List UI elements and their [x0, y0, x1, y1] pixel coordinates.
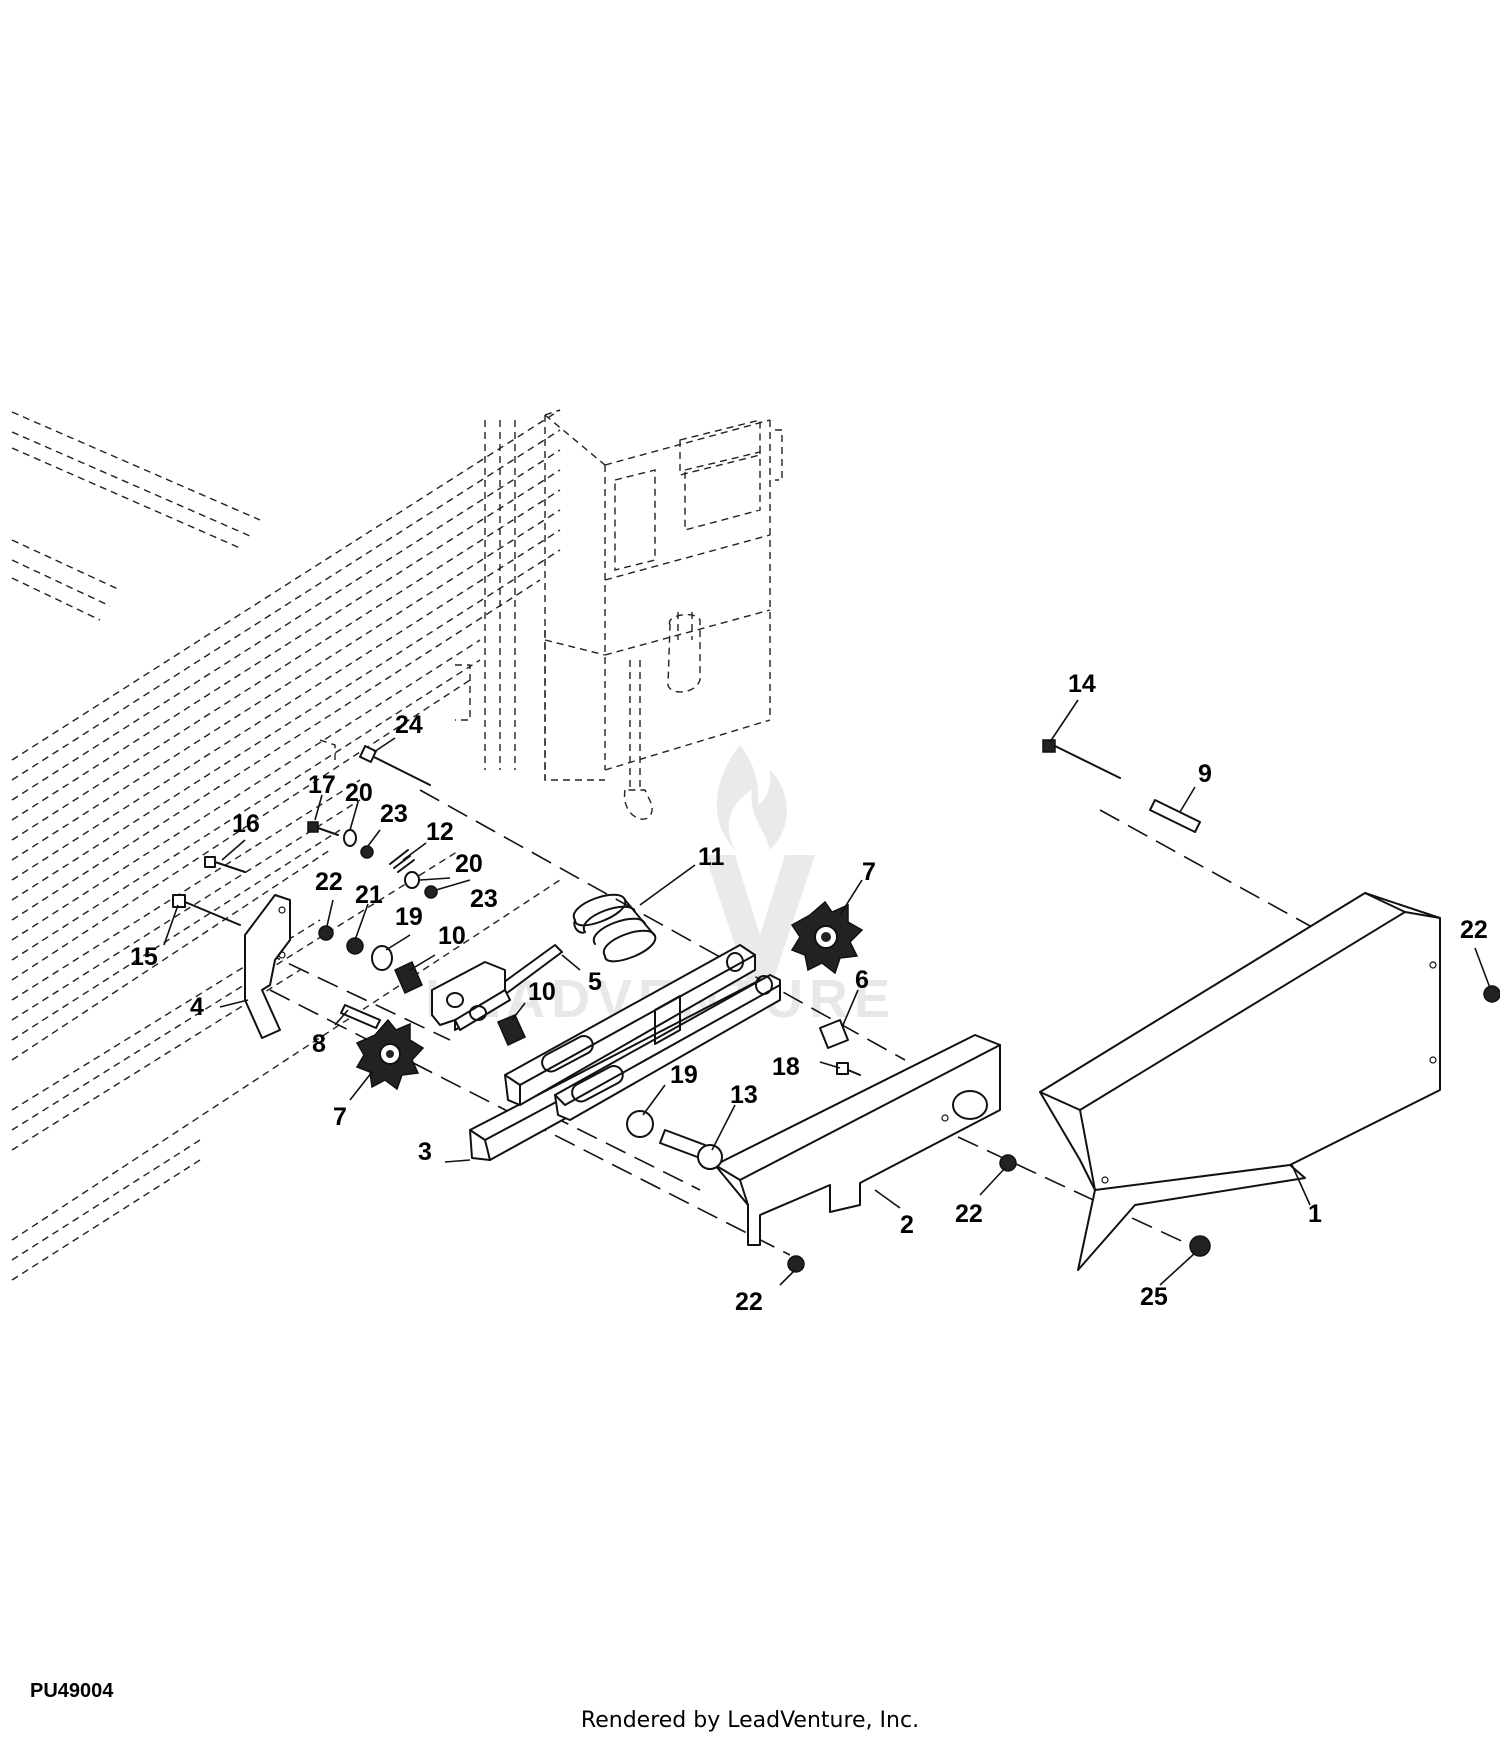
- part-11-spring: [572, 893, 657, 963]
- callout-7: 7: [862, 858, 876, 886]
- callout-9: 9: [1198, 760, 1212, 788]
- callout-6: 6: [855, 966, 869, 994]
- callout-23: 23: [380, 800, 408, 828]
- callout-19: 19: [395, 903, 423, 931]
- callout-15: 15: [130, 943, 158, 971]
- callout-20: 20: [455, 850, 483, 878]
- callout-22: 22: [735, 1288, 763, 1316]
- credit-line: Rendered by LeadVenture, Inc.: [580, 1708, 920, 1733]
- callout-8: 8: [312, 1030, 326, 1058]
- callout-5: 5: [588, 968, 602, 996]
- callout-20: 20: [345, 779, 373, 807]
- part-4-hook: [244, 894, 291, 1039]
- link-arms: [504, 944, 781, 1121]
- callout-12: 12: [426, 818, 454, 846]
- callout-24: 24: [395, 711, 423, 739]
- u-bracket: [431, 961, 511, 1031]
- part-7-knob-lower: [355, 1018, 425, 1091]
- callout-3: 3: [418, 1138, 432, 1166]
- leader-lines: [163, 699, 1491, 1286]
- part-1-cover: [1039, 892, 1441, 1271]
- frame-phantom: [11, 409, 783, 1281]
- diagram-code: PU49004: [30, 1680, 114, 1702]
- callout-22: 22: [955, 1200, 983, 1228]
- part-2-bracket: [714, 1034, 1001, 1246]
- callout-1: 1: [1308, 1200, 1322, 1228]
- callout-17: 17: [308, 771, 336, 799]
- callout-19: 19: [670, 1061, 698, 1089]
- callout-13: 13: [730, 1081, 758, 1109]
- part-7-knob-upper: [790, 900, 864, 975]
- callout-2: 2: [900, 1211, 914, 1239]
- callout-23: 23: [470, 885, 498, 913]
- callout-14: 14: [1068, 670, 1096, 698]
- callout-11: 11: [698, 843, 725, 871]
- callouts: 24 17 20 23 12 16 22 21 20 23 19 10 11 7…: [130, 670, 1488, 1316]
- callout-10: 10: [528, 978, 556, 1006]
- callout-7: 7: [333, 1103, 347, 1131]
- callout-25: 25: [1140, 1283, 1168, 1311]
- callout-22: 22: [315, 868, 343, 896]
- callout-10: 10: [438, 922, 466, 950]
- callout-18: 18: [772, 1053, 800, 1081]
- small-hardware: [172, 739, 1500, 1273]
- callout-4: 4: [190, 993, 204, 1021]
- callout-22: 22: [1460, 916, 1488, 944]
- callout-21: 21: [355, 881, 383, 909]
- callout-16: 16: [232, 810, 260, 838]
